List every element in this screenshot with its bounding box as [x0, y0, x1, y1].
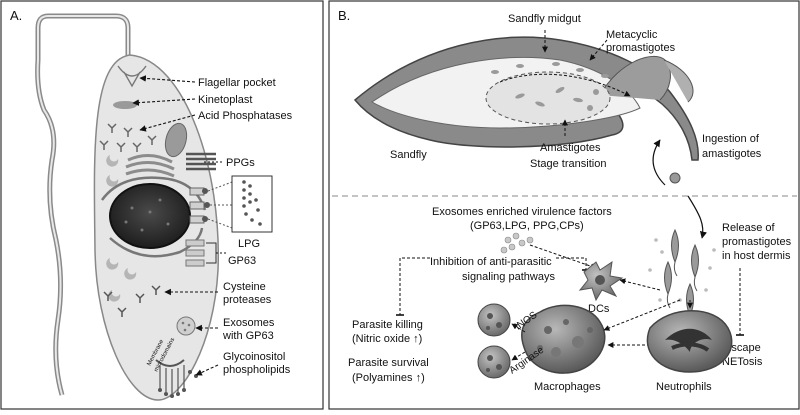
release-label-line3: in host dermis	[722, 250, 791, 262]
lpg-label: LPG	[238, 238, 260, 250]
exosomes-gp63-label-line2: with GP63	[222, 330, 274, 342]
inhibition-to-dc-line	[556, 257, 590, 271]
ingestion-label-line1: Ingestion of	[702, 133, 760, 145]
exosome-cluster	[500, 232, 534, 254]
stage-transition-label: Stage transition	[530, 158, 606, 170]
dermis-promastigotes	[664, 228, 699, 318]
ingested-parasite	[669, 172, 681, 184]
dendritic-cell	[578, 260, 624, 302]
kinetoplast-shape	[113, 101, 137, 109]
panel-b-border	[328, 0, 800, 410]
metacyclic-pointer	[589, 39, 608, 61]
parasite-survival-line1: Parasite survival	[348, 357, 429, 369]
acid-phosphatases-label: Acid Phosphatases	[198, 110, 293, 122]
midgut-parasites	[491, 62, 609, 111]
mitochondrion-shape	[164, 122, 188, 158]
glyco-label-line2: phospholipids	[223, 364, 291, 376]
inhibition-to-killing-line	[396, 257, 430, 316]
escape-label-line1: Escape	[724, 342, 761, 354]
inhibition-label-line2: signaling pathways	[462, 271, 555, 283]
sandfly-midgut-label: Sandfly midgut	[508, 13, 581, 25]
flagellar-pocket-label: Flagellar pocket	[198, 77, 276, 89]
panel-a-border	[0, 0, 324, 410]
panel-a: A.	[0, 0, 324, 410]
panel-a-letter: A.	[10, 8, 22, 23]
midgut-flow-arrow	[499, 73, 631, 97]
ingestion-arrow	[652, 139, 666, 186]
cysteine-protease-icons	[103, 285, 161, 317]
sandfly-gut-lobe-2	[663, 59, 694, 103]
neutrophils-label: Neutrophils	[656, 381, 712, 393]
panel-b: B. Sandfly midgut Metacyclic promastigot…	[328, 0, 800, 410]
exosome-dots	[181, 321, 191, 332]
flagellar-pocket-shape	[117, 65, 147, 88]
infected-cell-top	[477, 303, 511, 337]
lpg-structure	[189, 175, 273, 233]
parasite-killing-line2: (Nitric oxide ↑)	[352, 333, 422, 345]
golgi-apparatus	[125, 154, 175, 178]
parasite-killing-line1: Parasite killing	[352, 319, 423, 331]
infected-cell-bottom	[477, 345, 511, 379]
exosome-shape	[176, 316, 196, 336]
exosomes-enriched-line1: Exosomes enriched virulence factors	[432, 206, 612, 218]
metacyclic-label-line1: Metacyclic	[606, 29, 658, 41]
dermis-promastigote-flagella	[666, 261, 698, 309]
sandfly-label: Sandfly	[390, 149, 427, 161]
parasite-survival-line2: (Polyamines ↑)	[352, 372, 425, 384]
midgut-stage-ellipse	[485, 71, 611, 125]
ppgs-structure	[186, 152, 216, 171]
exosomes-gp63-label-line1: Exosomes	[223, 317, 275, 329]
dcs-label: DCs	[588, 303, 610, 315]
macrophages-label: Macrophages	[534, 381, 601, 393]
inos-arrow	[511, 323, 526, 333]
neutrophil-cell	[646, 310, 733, 373]
release-arrow	[687, 195, 707, 239]
panel-a-pointers	[132, 75, 219, 376]
metacyclic-label-line2: promastigotes	[606, 42, 676, 54]
release-label-line1: Release of	[722, 222, 776, 234]
arginase-arrow	[511, 351, 526, 361]
cysteine-label-line1: Cysteine	[223, 281, 266, 293]
glyco-label-line1: Glycoinositol	[223, 351, 285, 363]
flagellum-highlight	[36, 15, 129, 396]
nucleus-shape	[109, 183, 191, 249]
nucleus-dots	[124, 198, 170, 232]
acid-phosphatase-icons	[99, 123, 157, 152]
promastigote-to-dc-arrow	[619, 278, 661, 291]
exosome-to-dc-arrow	[529, 244, 597, 270]
ppgs-label: PPGs	[226, 157, 255, 169]
cysteine-label-line2: proteases	[223, 294, 272, 306]
escape-label-line2: NETosis	[722, 356, 763, 368]
amastigotes-label: Amastigotes	[540, 142, 601, 154]
release-label-line2: promastigotes	[722, 236, 792, 248]
exosomes-enriched-line2: (GP63,LPG, PPG,CPs)	[470, 220, 584, 232]
ingestion-label-line2: amastigotes	[702, 148, 762, 160]
promastigote-to-macrophage-arrow	[603, 299, 681, 331]
inhibition-label-line1: Inhibition of anti-parasitic	[430, 256, 552, 268]
macrophage-cell	[521, 304, 606, 374]
panel-b-letter: B.	[338, 8, 350, 23]
dermis-dots	[648, 238, 716, 302]
gp63-label: GP63	[228, 255, 256, 267]
kinetoplast-label: Kinetoplast	[198, 94, 252, 106]
